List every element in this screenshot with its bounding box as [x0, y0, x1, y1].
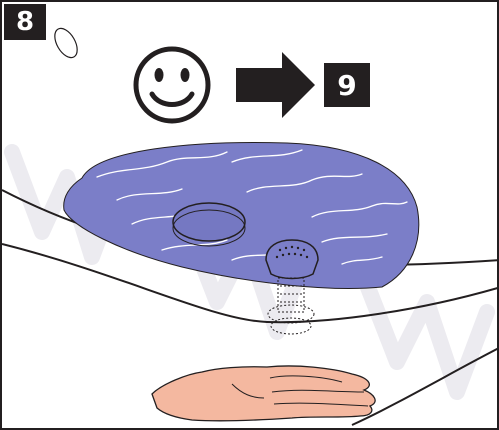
open-hand-icon — [151, 365, 376, 422]
drain-plug — [172, 202, 246, 247]
corner-oval — [54, 27, 78, 59]
pop-up-pin — [265, 239, 319, 335]
smiley-face-icon — [133, 46, 211, 124]
step-number-current: 8 — [4, 4, 46, 40]
step-number-next: 9 — [324, 63, 370, 107]
right-arrow-icon — [236, 52, 315, 118]
